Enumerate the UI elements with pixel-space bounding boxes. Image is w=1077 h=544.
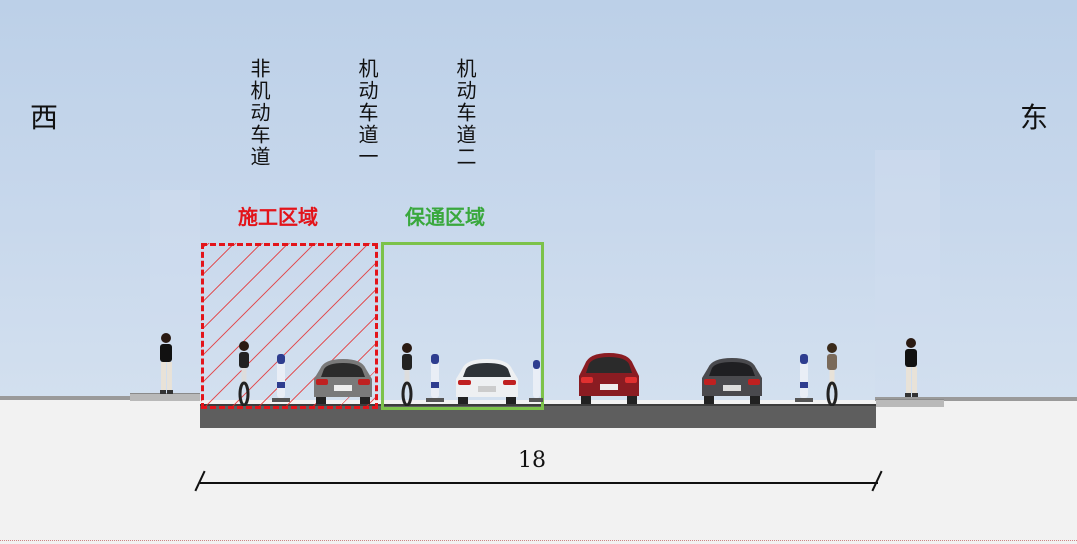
direction-west: 西 (30, 101, 59, 134)
car-icon (579, 353, 639, 404)
lane-label-motor-1: 机动车道一 (355, 58, 379, 168)
car-icon (456, 359, 518, 404)
pedestrian-icon (160, 333, 173, 394)
bottom-border (0, 540, 1077, 541)
dimension-line (200, 482, 878, 484)
cyclist-icon (401, 343, 413, 406)
lane-label-non-motor: 非机动车道 (247, 58, 271, 168)
bollard-icon (795, 354, 813, 402)
dimension-width-label: 18 (518, 448, 546, 473)
pedestrian-icon (905, 338, 918, 397)
bollard-icon (426, 354, 444, 402)
bollard-icon (529, 360, 543, 402)
cyclist-icon (826, 343, 838, 406)
car-icon (702, 358, 762, 404)
traffic-zone-title: 保通区域 (405, 205, 485, 229)
curb-east (875, 397, 1077, 401)
construction-zone-title: 施工区域 (238, 205, 318, 229)
curb-west (0, 396, 200, 400)
car-icon (314, 359, 372, 404)
backdrop-panel-left (150, 190, 200, 400)
cyclist-icon (238, 341, 250, 406)
bollard-icon (272, 354, 290, 402)
lane-label-motor-2: 机动车道二 (453, 58, 477, 168)
sidewalk-east (876, 399, 944, 407)
traffic-keep-zone (381, 242, 544, 410)
direction-east: 东 (1020, 101, 1049, 134)
